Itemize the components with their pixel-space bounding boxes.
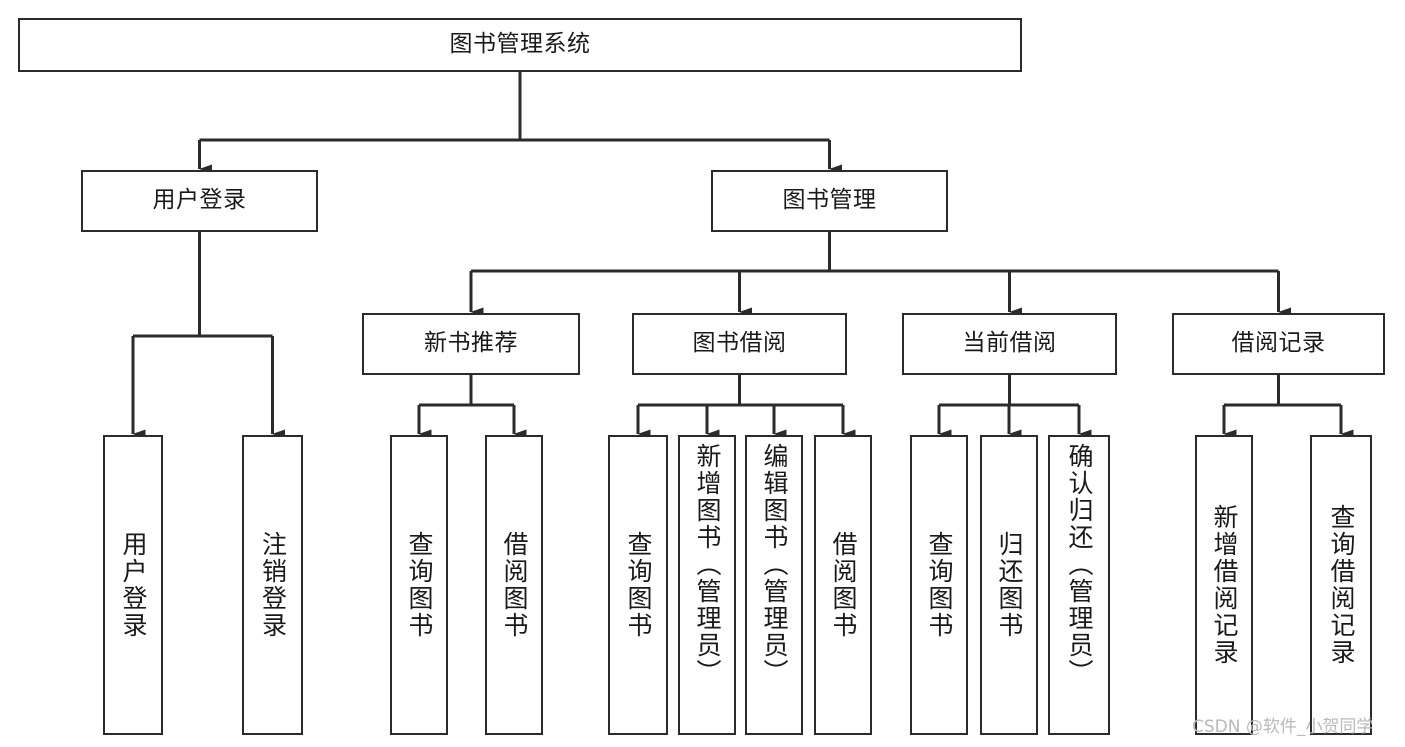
node-borrow-record[interactable]: 借阅记录 xyxy=(1172,313,1385,375)
node-leaf-query-2[interactable]: 查询图书 xyxy=(608,435,668,735)
node-label: 图书借阅 xyxy=(692,330,787,357)
node-label: 新增借阅记录 xyxy=(1210,504,1239,666)
node-label: 借阅图书 xyxy=(500,531,529,639)
node-leaf-confirm[interactable]: 确认归还（管理员） xyxy=(1048,435,1110,735)
node-label: 编辑图书（管理员） xyxy=(760,443,789,686)
node-label: 借阅记录 xyxy=(1231,330,1326,357)
node-leaf-query-1[interactable]: 查询图书 xyxy=(390,435,448,735)
node-label: 用户登录 xyxy=(152,187,247,214)
node-label: 查询图书 xyxy=(925,531,954,639)
node-label: 图书管理 xyxy=(782,187,877,214)
node-label: 当前借阅 xyxy=(962,330,1057,357)
node-label: 图书管理系统 xyxy=(449,31,591,58)
node-label: 确认归还（管理员） xyxy=(1065,443,1094,686)
node-label: 查询图书 xyxy=(405,531,434,639)
node-label: 新增图书（管理员） xyxy=(693,443,722,686)
node-leaf-login[interactable]: 用户登录 xyxy=(103,435,163,735)
node-leaf-query-rec[interactable]: 查询借阅记录 xyxy=(1310,435,1372,735)
node-book-manage[interactable]: 图书管理 xyxy=(711,170,948,232)
node-book-borrow[interactable]: 图书借阅 xyxy=(632,313,847,375)
node-label: 归还图书 xyxy=(995,531,1024,639)
node-leaf-logout[interactable]: 注销登录 xyxy=(242,435,303,735)
node-root[interactable]: 图书管理系统 xyxy=(18,18,1022,72)
node-leaf-return[interactable]: 归还图书 xyxy=(980,435,1038,735)
node-label: 新书推荐 xyxy=(424,330,518,357)
node-leaf-add-book[interactable]: 新增图书（管理员） xyxy=(678,435,736,735)
node-leaf-add-rec[interactable]: 新增借阅记录 xyxy=(1195,435,1253,735)
node-leaf-edit-book[interactable]: 编辑图书（管理员） xyxy=(745,435,803,735)
node-current-borrow[interactable]: 当前借阅 xyxy=(902,313,1117,375)
node-label: 借阅图书 xyxy=(829,531,858,639)
node-label: 注销登录 xyxy=(258,531,288,639)
node-leaf-borrow-2[interactable]: 借阅图书 xyxy=(814,435,872,735)
node-leaf-borrow-1[interactable]: 借阅图书 xyxy=(485,435,543,735)
node-new-book-rec[interactable]: 新书推荐 xyxy=(362,313,580,375)
node-leaf-query-3[interactable]: 查询图书 xyxy=(910,435,968,735)
node-label: 用户登录 xyxy=(119,531,148,639)
node-label: 查询借阅记录 xyxy=(1327,504,1356,666)
node-label: 查询图书 xyxy=(624,531,653,639)
node-user-login[interactable]: 用户登录 xyxy=(81,170,318,232)
